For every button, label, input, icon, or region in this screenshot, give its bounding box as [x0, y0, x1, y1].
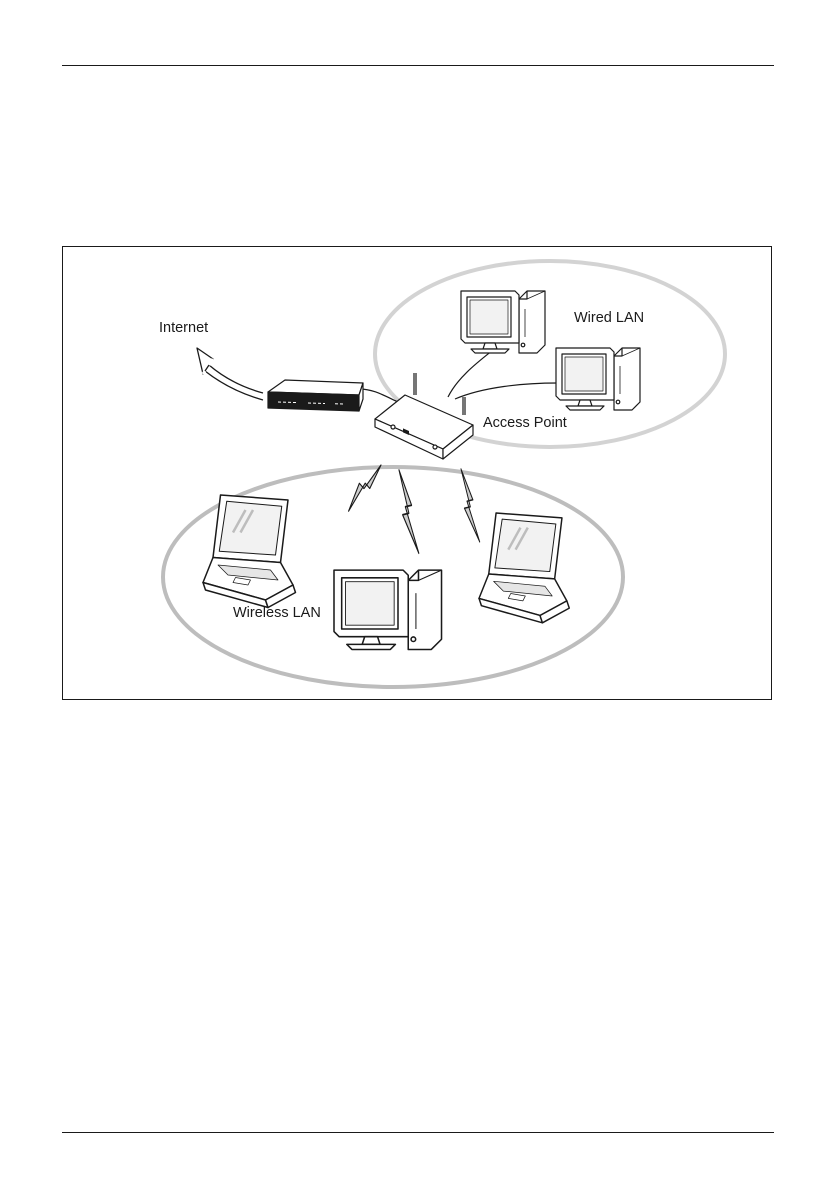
- footer-rule: [62, 1132, 774, 1133]
- wireless-signal-2-icon: [399, 470, 419, 553]
- network-diagram-figure: Internet Wired LAN Access Point Wireless…: [62, 246, 772, 700]
- access-point-label: Access Point: [483, 415, 567, 431]
- wireless-signal-3-icon: [461, 469, 480, 542]
- wireless-desktop-icon: [334, 570, 442, 649]
- wireless-laptop-1-icon: [203, 495, 296, 608]
- internet-label: Internet: [159, 320, 208, 336]
- modem-icon: [268, 380, 363, 411]
- wired-lan-label: Wired LAN: [574, 310, 644, 326]
- access-point-icon: [375, 373, 473, 459]
- network-diagram: Internet Wired LAN Access Point Wireless…: [63, 247, 771, 699]
- network-cables: [359, 350, 558, 402]
- wireless-signal-1-icon: [337, 465, 393, 511]
- wired-desktop-1-icon: [461, 291, 545, 353]
- wireless-lan-label: Wireless LAN: [233, 605, 321, 621]
- header-rule: [62, 65, 774, 66]
- wireless-laptop-2-icon: [479, 513, 569, 623]
- internet-arrow-icon: [197, 348, 263, 400]
- wired-desktop-2-icon: [556, 348, 640, 410]
